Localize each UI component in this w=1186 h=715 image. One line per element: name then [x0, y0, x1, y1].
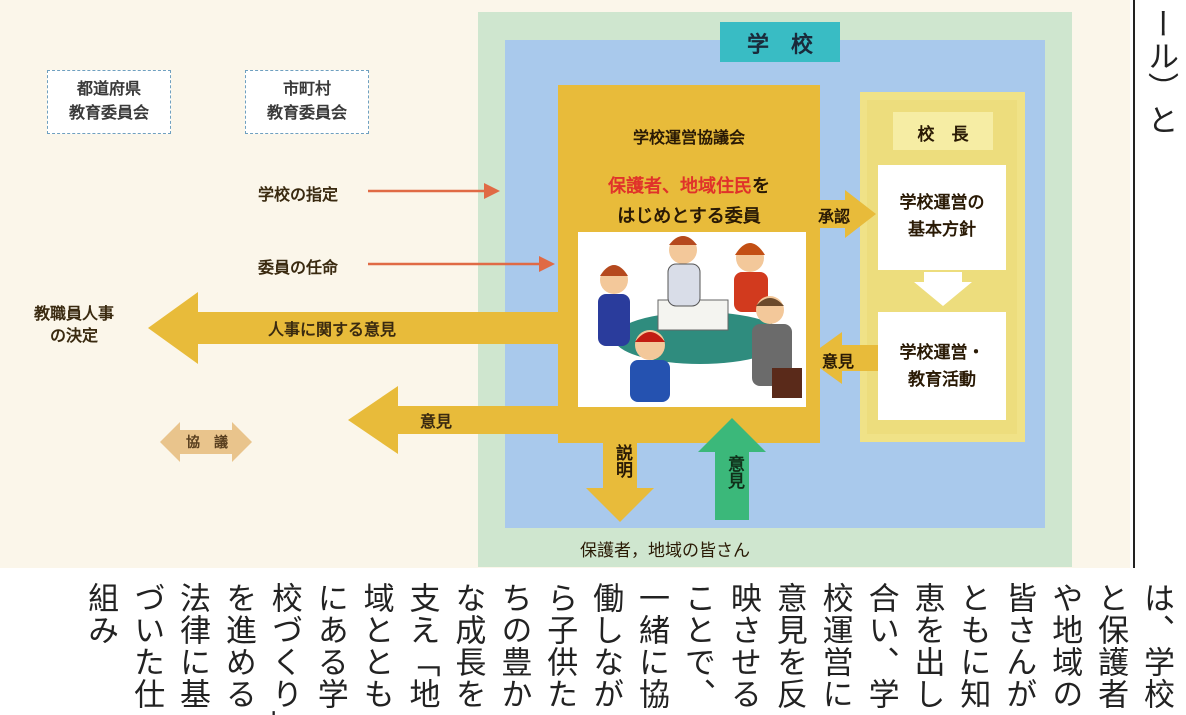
explain-down-arrow [586, 440, 654, 522]
basic-policy-line1: 学校運営の [899, 193, 985, 213]
staff-decision-line1: 教職員人事 [34, 304, 115, 323]
policy-to-operations-arrow [914, 272, 972, 306]
council-members: 保護者、地域住民を はじめとする委員 [558, 172, 820, 232]
council-members-red: 保護者、地域住民 [608, 176, 752, 197]
school-label: 学 校 [746, 33, 813, 58]
consult-double-arrow [160, 422, 252, 462]
opinion-right-label: 意見 [822, 352, 855, 371]
consult-label: 協 議 [186, 435, 228, 451]
approval-label: 承認 [818, 207, 851, 226]
prefecture-board: 都道府県 教育委員会 [47, 70, 171, 134]
meeting-illustration [598, 236, 802, 402]
designation-arrow [368, 183, 500, 199]
opinion-left-arrow [348, 386, 562, 454]
personnel-opinion-label: 人事に関する意見 [268, 320, 397, 339]
operations-line1: 学校運営・ [899, 343, 985, 363]
basic-policy-box [878, 165, 1006, 270]
body-vertical-text: は、学校と保護者や地域の皆さんがともに知恵を出し合い、学校運営に意見を反映させる… [82, 582, 1174, 715]
municipal-board: 市町村 教育委員会 [245, 70, 369, 134]
opinion-up-label: 意見 [724, 455, 744, 489]
council-members-line1: 保護者、地域住民を [558, 172, 820, 202]
municipal-board-line2: 教育委員会 [266, 103, 347, 122]
prefecture-board-line1: 都道府県 [76, 79, 141, 98]
bottom-body-text: は、学校と保護者や地域の皆さんがともに知恵を出し合い、学校運営に意見を反映させる… [0, 568, 1186, 715]
parents-label: 保護者，地域の皆さん [580, 541, 750, 561]
personnel-opinion-arrow [148, 292, 578, 364]
operations-line2: 教育活動 [908, 370, 976, 390]
right-column-vertical-text: 学校運営協議会（コミュニティ・スクール）と [1142, 8, 1178, 136]
council-title: 学校運営協議会 [632, 128, 745, 147]
municipal-board-line1: 市町村 [282, 79, 331, 98]
appointment-label: 委員の任命 [258, 258, 339, 277]
opinion-up-arrow [698, 418, 766, 520]
basic-policy-label: 学校運営の 基本方針 [878, 190, 1006, 244]
council-members-line2: はじめとする委員 [617, 206, 761, 227]
principal-label: 校 長 [917, 125, 969, 145]
diagram-canvas [148, 12, 1072, 567]
approval-arrow-body [815, 200, 849, 228]
school-label-box [720, 22, 840, 62]
prefecture-board-line2: 教育委員会 [68, 103, 149, 122]
staff-decision-line2: の決定 [50, 326, 99, 345]
council-diagram: 学 校 都道府県 教育委員会 市町村 教育委員会 学校の指定 委員の任命 教職員… [0, 0, 1130, 568]
opinion-right-arrow [806, 332, 878, 384]
staff-decision-label: 教職員人事 の決定 [34, 303, 114, 347]
basic-policy-line2: 基本方針 [908, 220, 976, 240]
principal-label-box [893, 112, 993, 150]
operations-box [878, 312, 1006, 420]
council-members-rest: を [752, 176, 770, 197]
opinion-left-label: 意見 [420, 412, 453, 431]
designation-label: 学校の指定 [258, 185, 339, 204]
operations-label: 学校運営・ 教育活動 [878, 340, 1006, 394]
right-column-text: 学校運営協議会（コミュニティ・スクール）と [1133, 0, 1186, 568]
explain-label: 説明 [612, 444, 632, 478]
appointment-arrow [368, 256, 555, 272]
